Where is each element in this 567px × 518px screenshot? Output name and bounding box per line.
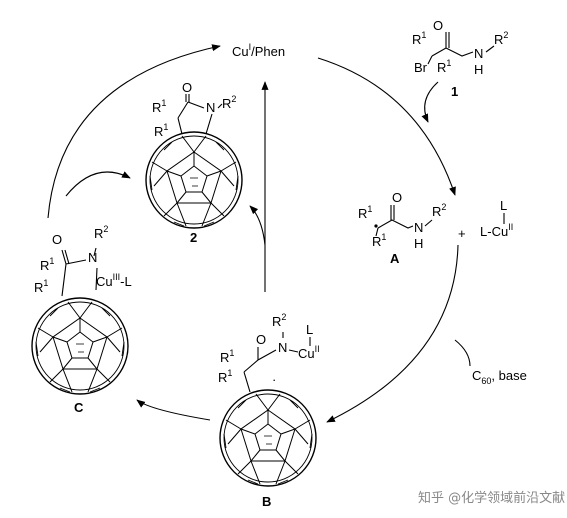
svg-text:R1: R1: [40, 256, 54, 273]
svg-text:N: N: [474, 46, 483, 61]
catalyst-label: CuI/Phen: [232, 42, 285, 59]
svg-text:R1: R1: [218, 368, 232, 385]
svg-text:Br: Br: [414, 60, 428, 75]
intermediate-b-structure: R2 L O N CuII R1 R1 · B: [218, 312, 320, 509]
product-2-label: 2: [190, 230, 197, 245]
reagent-1-label: 1: [451, 84, 458, 99]
svg-text:R1: R1: [152, 98, 166, 115]
svg-text:L: L: [500, 198, 507, 213]
svg-text:+: +: [458, 226, 466, 241]
svg-text:R2: R2: [222, 94, 236, 111]
svg-text:N: N: [414, 220, 423, 235]
svg-text:R1: R1: [358, 204, 372, 221]
svg-text:L-CuII: L-CuII: [480, 222, 513, 239]
cycle-arc-top-right: [317, 57, 456, 196]
svg-text:R1: R1: [372, 232, 386, 249]
cycle-arc-bottom-left: [136, 399, 211, 421]
svg-text:R2: R2: [94, 224, 108, 241]
svg-text:R2: R2: [494, 30, 508, 47]
svg-text:R1: R1: [412, 30, 426, 47]
svg-text:H: H: [474, 62, 483, 77]
svg-text:O: O: [182, 80, 192, 95]
intermediate-a-label: A: [390, 251, 400, 266]
conditions-label: C60, base: [472, 368, 527, 386]
c60-entry-arc: [454, 339, 471, 367]
intermediate-a-structure: O R1 R1 N H R2 A + L L-CuII: [358, 190, 513, 266]
watermark-text: 知乎 @化学领域前沿文献: [418, 490, 565, 506]
reagent-entry-arrow: [421, 81, 439, 123]
svg-text:N: N: [88, 250, 97, 265]
intermediate-c-structure: O N R2 R1 R1 CuIII-L C: [31, 224, 132, 415]
svg-text:R1: R1: [437, 58, 451, 75]
reagent-1-structure: O R1 Br R1 N H R2 1: [412, 18, 508, 99]
intermediate-c-label: C: [74, 400, 84, 415]
cycle-arc-left-top: [47, 44, 221, 219]
svg-text:R1: R1: [34, 278, 48, 295]
svg-text:O: O: [392, 190, 402, 205]
svg-text:R2: R2: [272, 312, 286, 329]
svg-text:O: O: [52, 232, 62, 247]
svg-text:L: L: [306, 322, 313, 337]
cu3-to-product-arrow: [65, 171, 131, 197]
svg-text:N: N: [206, 100, 215, 115]
cycle-arc-right-lower: [326, 244, 459, 423]
svg-text:R2: R2: [432, 202, 446, 219]
svg-text:CuIII-L: CuIII-L: [96, 272, 132, 289]
intermediate-b-label: B: [262, 494, 271, 509]
svg-text:O: O: [433, 18, 443, 33]
svg-text:O: O: [256, 332, 266, 347]
svg-text:R1: R1: [154, 122, 168, 139]
svg-text:R1: R1: [220, 348, 234, 365]
product-2-structure: O R1 R1 N R2 2: [145, 80, 243, 245]
svg-text:H: H: [414, 236, 423, 251]
b-to-product-arrow: [249, 205, 266, 246]
svg-text:·: ·: [272, 372, 276, 387]
svg-text:N: N: [278, 340, 287, 355]
svg-text:CuII: CuII: [298, 344, 320, 361]
